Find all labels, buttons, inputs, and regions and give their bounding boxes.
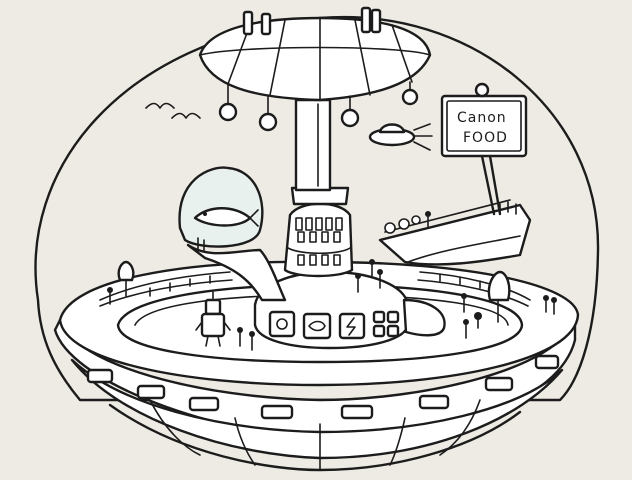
central-hub (253, 270, 446, 350)
person (425, 211, 431, 229)
hull-window (340, 404, 374, 420)
saucer-hull (53, 316, 577, 472)
flying-drone (368, 123, 433, 151)
hull-window (188, 396, 220, 412)
trees (117, 260, 511, 323)
person (543, 295, 549, 313)
person (237, 327, 243, 347)
hull-window (484, 376, 514, 392)
hub-panel-bolt (338, 312, 366, 340)
sign-line-2: FOOD (463, 130, 508, 146)
lamp (401, 88, 419, 106)
lamp (258, 112, 278, 132)
person (249, 331, 255, 351)
person (474, 312, 482, 329)
person (551, 297, 557, 315)
robot (195, 291, 231, 347)
central-tower (283, 98, 354, 278)
canon-food-sign: Canon FOOD (440, 82, 528, 216)
hull-window (86, 368, 114, 384)
hull-window (136, 384, 166, 400)
person (355, 273, 361, 293)
person (377, 269, 383, 289)
person (107, 287, 113, 305)
sign-line-1: Canon (457, 110, 507, 126)
hub-panel-sun (268, 310, 296, 338)
person (461, 293, 467, 313)
glass-dome (34, 15, 600, 402)
birds (145, 102, 201, 119)
umbrella-canopy (198, 6, 432, 132)
hull-window (418, 394, 450, 410)
hull-window (534, 354, 560, 370)
hull-window (260, 404, 294, 420)
sky-bridge (378, 199, 532, 266)
person (369, 259, 375, 277)
person (463, 319, 469, 339)
fish-bowl (178, 166, 287, 302)
lamp (340, 108, 360, 128)
hub-panel-fish (302, 312, 332, 340)
lamp (218, 102, 238, 122)
people (107, 211, 557, 351)
